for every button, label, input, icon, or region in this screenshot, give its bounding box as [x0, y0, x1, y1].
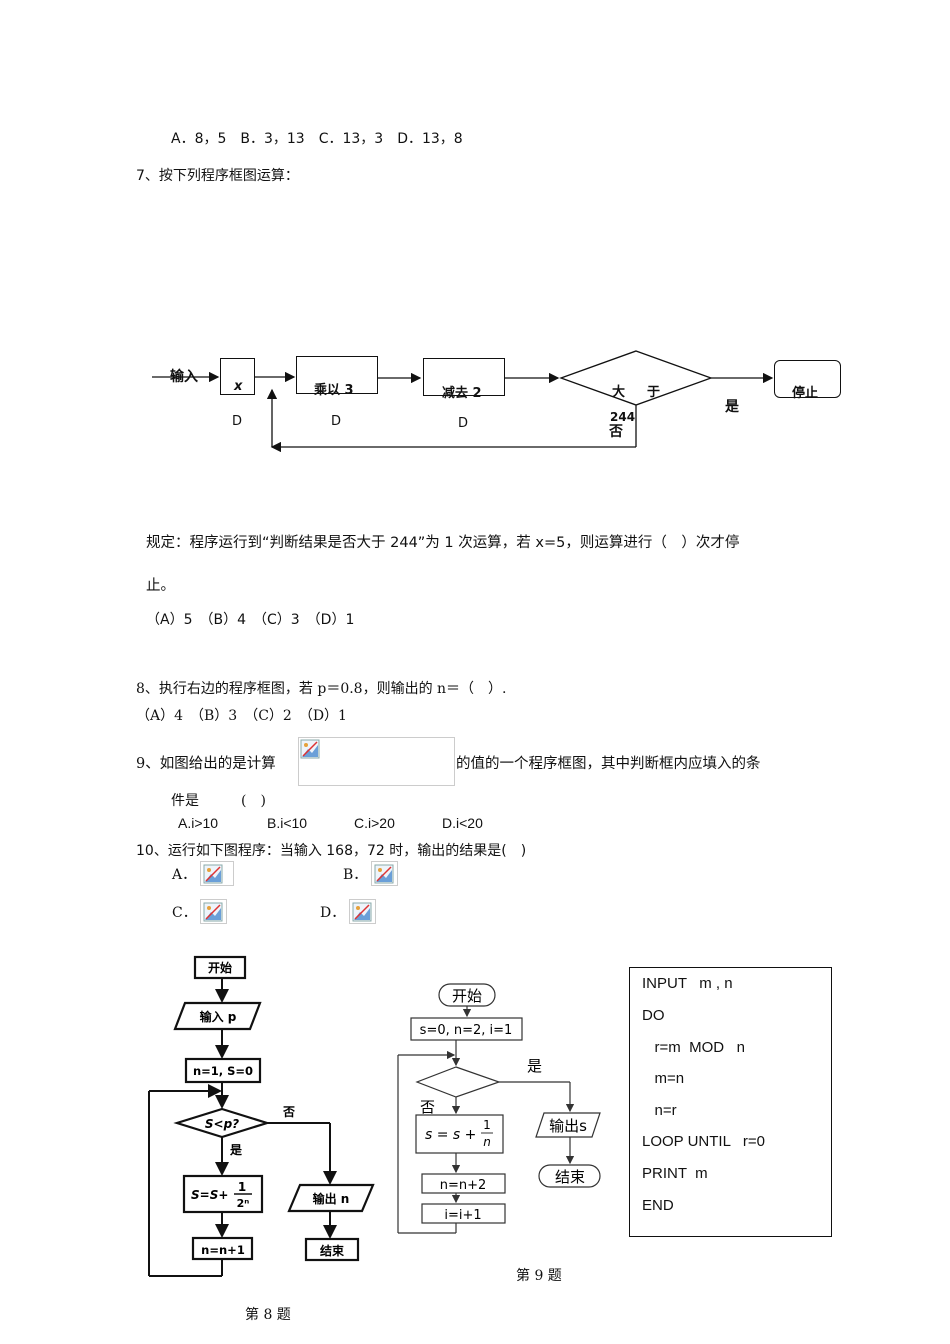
fig9-inc-n: n=n+2	[440, 1178, 487, 1193]
q7-mul-label: 乘以 3	[314, 383, 354, 398]
q7-flowchart-lines	[152, 350, 774, 453]
fig9-output: 输出s	[549, 1117, 587, 1135]
fig8-caption: 第 8 题	[245, 1307, 291, 1323]
q9-option-a: A.i>10	[178, 815, 219, 831]
fig8-frac-num: 1	[238, 1180, 246, 1194]
fig8-update-s: S=S+	[191, 1188, 228, 1202]
code-line: LOOP UNTIL r=0	[642, 1133, 765, 1150]
q10-label-d: D．	[320, 905, 346, 921]
q7-input-label: 输入	[170, 369, 198, 385]
fig9-flowchart: 开始 s=0, n=2, i=1 是 否 s = s + 1 n 输出s 结束 …	[397, 983, 601, 1234]
q9-formula-image	[298, 737, 455, 786]
fig9-start: 开始	[452, 987, 482, 1005]
fig8-frac-den: 2ⁿ	[237, 1197, 250, 1210]
fig8-end: 结束	[320, 1243, 345, 1258]
q10-label-c: C．	[172, 905, 197, 921]
q10-option-d-image	[349, 899, 376, 924]
fig9-no: 否	[420, 1098, 435, 1116]
broken-image-icon	[203, 902, 223, 922]
fig9-caption: 第 9 题	[516, 1268, 562, 1284]
q10-label-b: B．	[343, 867, 368, 883]
broken-image-icon	[203, 864, 223, 884]
fig8-flowchart: 开始 输入 p n=1, S=0 S<p? 是 否 S=S+ 1 2ⁿ 输出 n…	[148, 955, 375, 1277]
fig9-yes: 是	[527, 1057, 542, 1075]
fig9-inc-i: i=i+1	[444, 1208, 481, 1223]
q7-options: （A）5 （B）4 （C）3 （D）1	[146, 612, 355, 628]
code-line: n=r	[642, 1102, 677, 1119]
q7-x-box: x	[220, 358, 255, 395]
q7-sub-label: 减去 2	[442, 386, 482, 401]
code-line: m=n	[642, 1070, 685, 1087]
fig9-init: s=0, n=2, i=1	[420, 1023, 513, 1038]
q7-d-label-3: D	[458, 416, 469, 431]
fig9-update-s: s = s +	[425, 1127, 476, 1143]
code-line: r=m MOD n	[642, 1039, 745, 1056]
q6-options: A．8，5 B．3，13 C．13，3 D．13，8	[171, 131, 463, 147]
q10-option-c-image	[200, 899, 227, 924]
q7-gt-right: 于	[647, 385, 661, 400]
q7-num: 244	[610, 410, 636, 424]
q9-option-b: B.i<10	[267, 815, 308, 831]
code-line: DO	[642, 1007, 665, 1024]
fig8-init: n=1, S=0	[193, 1064, 253, 1078]
q7-sub-box: 减去 2	[423, 358, 505, 401]
q7-rule-line1: 规定：程序运行到“判断结果是否大于 244”为 1 次运算，若 x=5，则运算进…	[146, 535, 740, 551]
fig8-start: 开始	[208, 960, 232, 975]
q7-stop-box: 停止	[774, 360, 841, 401]
q9-option-c: C.i>20	[354, 815, 395, 831]
q7-x-label: x	[234, 379, 243, 394]
q7-title: 7、按下列程序框图运算：	[136, 168, 299, 184]
q9-stem-post: 的值的一个程序框图，其中判断框内应填入的条	[456, 756, 761, 772]
code-line: PRINT m	[642, 1165, 708, 1182]
q7-d-label-1: D	[232, 414, 243, 429]
fig9-frac-den: n	[483, 1135, 491, 1149]
fig8-inc: n=n+1	[201, 1243, 245, 1257]
q7-rule-line2: 止。	[146, 578, 175, 594]
fig8-cond: S<p?	[205, 1117, 239, 1131]
broken-image-icon	[300, 739, 320, 759]
code-line: INPUT m , n	[642, 975, 733, 992]
q9-stem-pre: 9、如图给出的是计算	[136, 756, 276, 772]
q10-stem: 10、运行如下图程序：当输入 168，72 时，输出的结果是( )	[136, 843, 527, 859]
fig9-end: 结束	[555, 1168, 585, 1186]
q8-options: （A）4 （B）3 （C）2 （D）1	[136, 708, 347, 724]
q10-option-a-image	[200, 861, 234, 886]
fig8-yes: 是	[229, 1143, 243, 1157]
q7-yes-label: 是	[725, 399, 739, 415]
fig8-output: 输出 n	[313, 1191, 350, 1206]
broken-image-icon	[352, 902, 372, 922]
q9-stem-line2: 件是 ( )	[171, 793, 266, 809]
fig9-frac-num: 1	[483, 1118, 491, 1132]
q7-gt-left: 大	[612, 385, 626, 400]
q10-option-b-image	[371, 861, 398, 886]
broken-image-icon	[374, 864, 394, 884]
fig8-no: 否	[282, 1105, 295, 1119]
q7-no-label: 否	[609, 424, 623, 440]
q8-stem: 8、执行右边的程序框图，若 p＝0.8，则输出的 n＝（ ）.	[136, 681, 507, 697]
fig8-input: 输入 p	[200, 1009, 237, 1024]
q7-mul-box: 乘以 3	[296, 356, 378, 398]
code-line: END	[642, 1197, 674, 1214]
program-code-box: INPUT m , n DO r=m MOD n m=n n=r LOOP UN…	[629, 967, 832, 1237]
q10-label-a: A．	[172, 867, 197, 883]
q9-option-d: D.i<20	[442, 815, 483, 831]
q7-stop-label: 停止	[792, 386, 819, 401]
q7-d-label-2: D	[331, 414, 342, 429]
